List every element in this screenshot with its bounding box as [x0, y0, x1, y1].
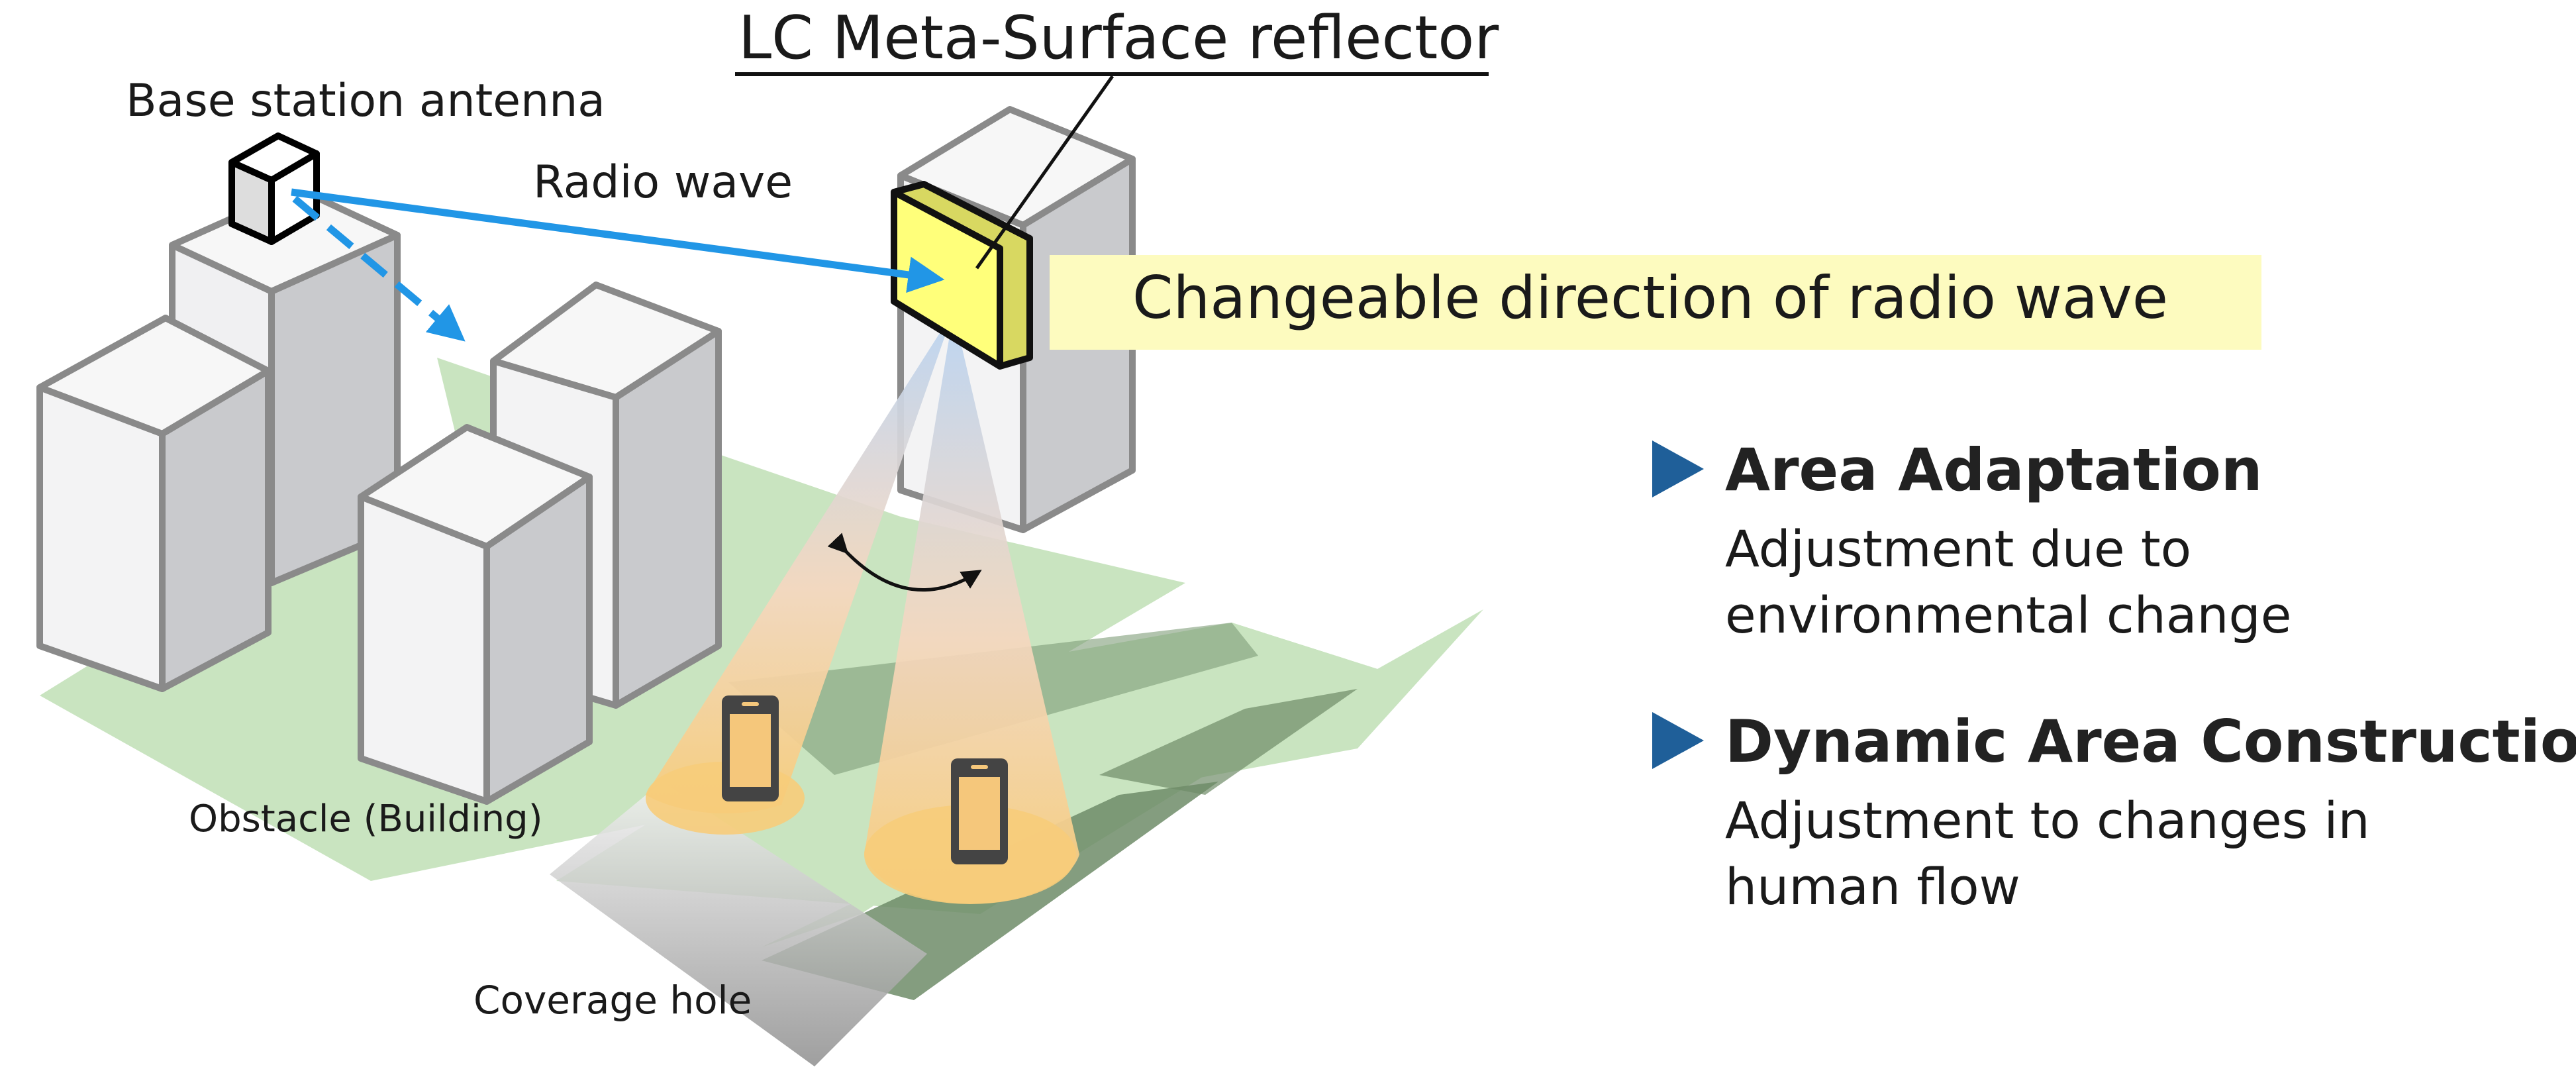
- bullet-title: Area Adaptation: [1725, 436, 2262, 504]
- smartphone-icon: [951, 758, 1008, 864]
- bullet-triangle-icon: [1652, 712, 1704, 769]
- radio-wave-label: Radio wave: [533, 156, 793, 209]
- base-station-label: Base station antenna: [126, 75, 605, 127]
- bullet-title: Dynamic Area Construction: [1725, 707, 2576, 776]
- coverage-hole-label: Coverage hole: [473, 978, 752, 1023]
- reflector-title: LC Meta-Surface reflector: [738, 3, 1499, 73]
- bullet-desc-line: human flow: [1725, 857, 2020, 916]
- changeable-direction-band: [1050, 255, 2261, 350]
- building-obstacle: [358, 424, 593, 805]
- building-left: [36, 315, 272, 692]
- obstacle-label: Obstacle (Building): [189, 797, 543, 841]
- bullet-area-adaptation: Area Adaptation Adjustment due to enviro…: [1652, 436, 2292, 644]
- rotate-arrow-icon: [827, 533, 982, 592]
- bullet-triangle-icon: [1652, 440, 1704, 497]
- smartphone-icon: [722, 695, 779, 801]
- radio-wave-arrow: [291, 188, 945, 293]
- bullet-dynamic-area: Dynamic Area Construction Adjustment to …: [1652, 707, 2576, 916]
- reflector-panel-icon: [891, 181, 1033, 370]
- base-station-antenna-icon: [228, 132, 320, 245]
- coverage-hole-area: [550, 782, 927, 1066]
- bullet-desc-line: Adjustment due to: [1725, 519, 2191, 578]
- blocked-wave-arrow: [292, 195, 466, 342]
- changeable-direction-label: Changeable direction of radio wave: [1132, 264, 2168, 332]
- bullet-desc-line: Adjustment to changes in: [1725, 791, 2370, 850]
- reflected-beams: [646, 311, 1079, 904]
- reflector-pointer-line: [975, 75, 1115, 270]
- bullet-desc-line: environmental change: [1725, 586, 2292, 644]
